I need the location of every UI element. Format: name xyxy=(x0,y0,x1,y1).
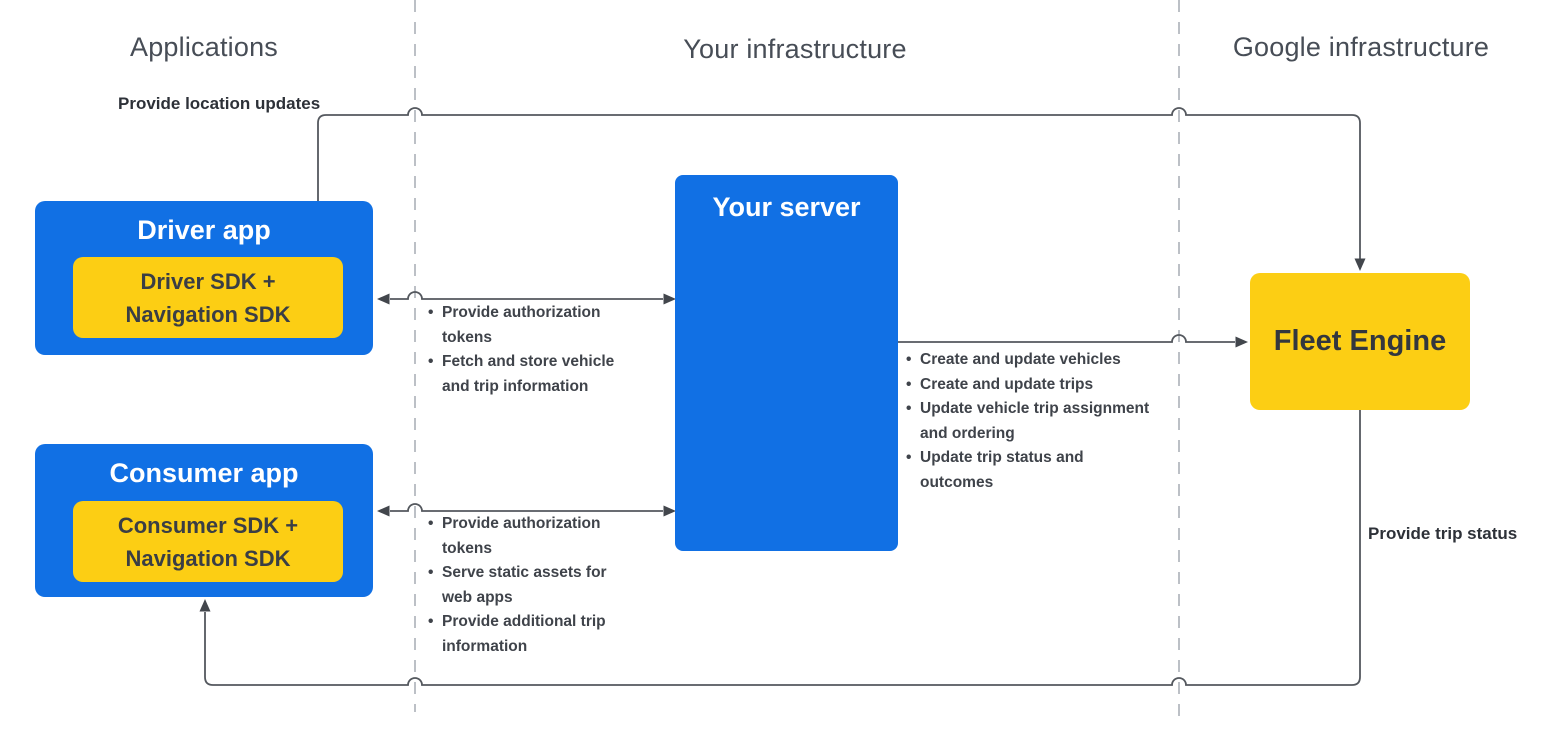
edge-label-provide-trip-status: Provide trip status xyxy=(1368,524,1518,543)
consumer-app-box: Consumer app Consumer SDK + Navigation S… xyxy=(35,444,373,597)
lane-heading-google-infrastructure: Google infrastructure xyxy=(1232,32,1490,62)
arrowhead-into-consumer-right xyxy=(377,505,390,517)
list-item: Create and update vehicles xyxy=(906,348,1154,373)
driver-sdk-label: Driver SDK + Navigation SDK xyxy=(125,268,291,327)
lane-heading-applications: Applications xyxy=(130,32,278,62)
edge-label-provide-location-updates: Provide location updates xyxy=(118,94,321,113)
consumer-app-title: Consumer app xyxy=(109,458,299,488)
list-item: Provide additional trip information xyxy=(428,610,610,659)
arrowhead-into-driver xyxy=(377,293,390,305)
connector-consumer-server xyxy=(390,503,663,512)
arrowhead-into-consumer-bottom xyxy=(199,599,211,612)
arrowhead-into-fleet-left xyxy=(1235,336,1248,348)
consumer-sdk-box: Consumer SDK + Navigation SDK xyxy=(73,501,343,582)
list-item: Serve static assets for web apps xyxy=(428,561,610,610)
list-item: Provide authorization tokens xyxy=(428,301,640,350)
fleet-engine-title: Fleet Engine xyxy=(1273,325,1447,357)
consumer-server-bullet-list: Provide authorization tokens Serve stati… xyxy=(428,512,610,659)
driver-app-title: Driver app xyxy=(137,215,271,245)
list-item: Provide authorization tokens xyxy=(428,512,610,561)
list-item: Fetch and store vehicle and trip informa… xyxy=(428,350,640,399)
list-item: Update trip status and outcomes xyxy=(906,446,1154,495)
your-server-box: Your server xyxy=(675,175,898,551)
fleet-engine-box: Fleet Engine xyxy=(1250,273,1470,410)
lane-heading-your-infrastructure: Your infrastructure xyxy=(683,34,907,64)
driver-server-bullet-list: Provide authorization tokens Fetch and s… xyxy=(428,301,640,399)
arrowhead-into-fleet-top xyxy=(1354,258,1366,271)
your-server-title: Your server xyxy=(712,192,861,222)
connector-server-to-fleet xyxy=(898,334,1235,343)
driver-app-box: Driver app Driver SDK + Navigation SDK xyxy=(35,201,373,355)
driver-sdk-box: Driver SDK + Navigation SDK xyxy=(73,257,343,338)
connector-driver-server xyxy=(390,291,663,300)
list-item: Update vehicle trip assignment and order… xyxy=(906,397,1154,446)
server-fleet-bullet-list: Create and update vehicles Create and up… xyxy=(906,348,1154,495)
list-item: Create and update trips xyxy=(906,373,1154,398)
consumer-sdk-label: Consumer SDK + Navigation SDK xyxy=(117,512,299,571)
